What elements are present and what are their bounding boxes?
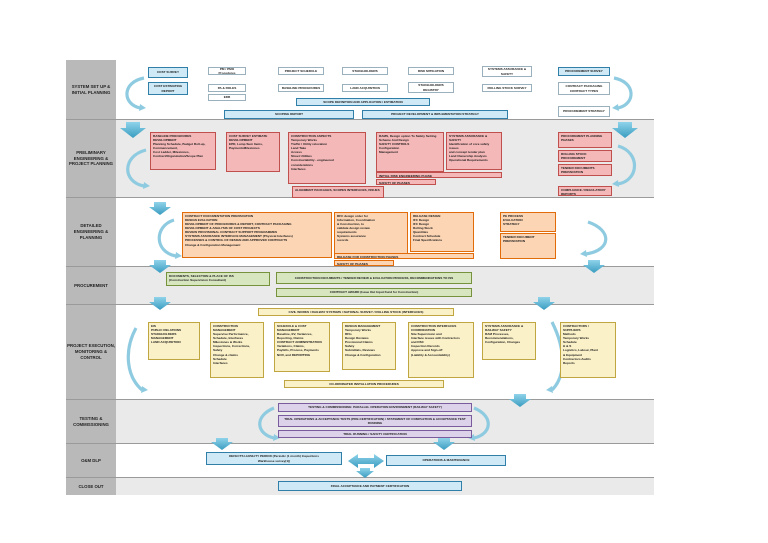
risk-mitigation-box: RISK MITIGATION: [408, 67, 454, 75]
rams-design-box: RAMS, Design option To Safety Setting Sc…: [376, 132, 444, 172]
lane-label-execution: PROJECT EXECUTION, MONITORING & CONTROL: [66, 305, 116, 399]
cost-estimating-box: COST ESTIMATING REPORT: [148, 82, 188, 95]
construction-interfaces-box: CONSTRUCTION INTERFACES COORDINATION Sit…: [408, 322, 474, 378]
procurement-planning-box: PROCUREMENT PLANNING PHASES: [558, 132, 612, 148]
systems-testing-box: TESTING & COMMISSIONING: PARALLEL OPERAT…: [278, 403, 472, 412]
alignment-packages-box: ALIGNMENT PACKAGES, SCOPES INTERFACES, I…: [292, 186, 384, 198]
lane-label-detailed: DETAILED ENGINEERING & PLANNING: [66, 198, 116, 266]
lane-label-closeout: CLOSE OUT: [66, 478, 116, 495]
pe-process-box: PE PROCESS EVALUATION STRATEGY: [500, 212, 556, 232]
compliance-reports-box: COMPLIANCE / REGULATORY REPORTS: [558, 186, 612, 196]
lane-label-prelim: PRELIMINARY ENGINEERING & PROJECT PLANNI…: [66, 120, 116, 197]
lane-label-procurement: PROCUREMENT: [66, 267, 116, 304]
stakeholders-registry-box: STAKEHOLDERS REGISTRY: [408, 82, 454, 93]
lane-om: O&M DLP: [66, 444, 654, 478]
baseline-procedures-box: BASELINE PROCEDURES: [278, 84, 324, 92]
scoping-report-box: SCOPING REPORT: [224, 110, 354, 119]
documents-selection-box: DOCUMENTS, SELECTION & PLACE OF ISS (Con…: [166, 272, 270, 286]
design-management-box: DESIGN MANAGEMENT Temporary Works RFIs D…: [342, 322, 396, 370]
systems-assurance-prelim-box: SYSTEMS ASSURANCE & SAFETY Identificatio…: [446, 132, 502, 170]
stakeholders-box: STAKEHOLDERS: [342, 67, 388, 75]
final-acceptance-box: FINAL ACCEPTANCE AND PAYMENT CERTIFICATI…: [278, 481, 462, 491]
baseline-procedures-dev-box: BASELINE PROCEDURES DEVELOPMENT Planning…: [150, 132, 216, 170]
tender-documents-detailed-box: TENDER DOCUMENT PREPARATION: [500, 233, 556, 259]
pa-roles-box: PA & ROLES: [208, 84, 246, 92]
contract-packaging-box: CONTRACT PACKAGING CONTRACT TYPES: [558, 82, 610, 95]
systems-assurance-exec-box: SYSTEMS ASSURANCE & RAILWAY SAFETY RAM P…: [482, 322, 536, 360]
safety-of-phases-detailed-box: SAFETY OF PHASES: [334, 260, 394, 266]
edb-box: EDB: [208, 94, 246, 101]
cost-survey-estimate-box: COST SURVEY ESTIMATE DEVELOPMENT EPD, Lu…: [226, 132, 280, 172]
lane-label-setup: SYSTEM SET UP & INITIAL PLANNING: [66, 60, 116, 119]
lane-label-testing: TESTING & COMMISSIONING: [66, 400, 116, 443]
pm-procedures-box: PM / PMO Procedures: [208, 67, 246, 75]
tender-evaluation-box: CONSTRUCTION DOCUMENTS / TENDER REVIEW &…: [276, 272, 472, 284]
release-for-construction-box: RELEASE FOR CONSTRUCTION PHASES: [334, 253, 474, 259]
release-design-box: RELEASE DESIGN IFC Design IFC Design Rol…: [410, 212, 474, 252]
eis-box: EIS PUBLIC RELATIONS STAKEHOLDERS MANAGE…: [148, 322, 200, 360]
tender-documents-prelim-box: TENDER DOCUMENTS PREPARATION: [558, 164, 612, 176]
initial-risk-box: INITIAL RISK ENGINEERING PHASE: [376, 172, 502, 178]
safety-of-phases-prelim-box: SAFETY OF PHASES: [376, 179, 436, 185]
defects-liability-box: DEFECTS LIABILITY PERIOD (Periodic (1 mo…: [206, 452, 342, 465]
trial-operations-box: TRIAL OPERATIONS & ACCEPTANCE TESTS (PRE…: [278, 415, 472, 427]
construction-aspects-box: CONSTRUCTION ASPECTS Temporary Works Tra…: [288, 132, 366, 184]
procurement-strategy-box: PROCUREMENT STRATEGY: [558, 106, 610, 117]
coordinated-installation-box: CO-ORDINATED INSTALLATION PROCEDURES: [284, 380, 444, 388]
project-schedule-box: PROJECT SCHEDULE: [278, 67, 324, 75]
process-flow-diagram: SYSTEM SET UP & INITIAL PLANNING PRELIMI…: [66, 60, 654, 495]
rfc-design-box: RFC design order for Information, Coordi…: [334, 212, 408, 254]
project-development-box: PROJECT DEVELOPMENT & IMPLEMENTATION STR…: [362, 110, 508, 119]
cost-survey-box: COST SURVEY: [148, 67, 188, 78]
contract-scope-box: CONTRACT DOCUMENTATION PREPARATION DESIG…: [182, 212, 332, 258]
construction-management-box: CONSTRUCTION MANAGEMENT Supervise Perfor…: [210, 322, 264, 378]
systems-assurance-setup-box: SYSTEMS ASSURANCE & SAFETY: [482, 66, 532, 77]
procurement-survey-box: PROCUREMENT SURVEY: [558, 67, 610, 76]
rolling-stock-survey-box: ROLLING STOCK SURVEY: [482, 84, 532, 92]
scope-definition-box: SCOPE DEFINITION AND APPLICATION / ESTIM…: [296, 98, 430, 106]
trial-running-box: TRIAL RUNNING / SAFETY CERTIFICATION: [278, 430, 472, 438]
schedule-cost-box: SCHEDULE & COST MANAGEMENT Baseline, EV,…: [274, 322, 330, 372]
contract-award-box: CONTRACT AWARD (Issue Out Input Fund for…: [276, 288, 472, 297]
rolling-stock-procurement-box: ROLLING STOCK PROCUREMENT: [558, 150, 612, 162]
lane-label-om: O&M DLP: [66, 444, 116, 477]
operations-maintenance-box: OPERATIONS & MAINTENANCE: [386, 455, 506, 466]
execution-header-box: CIVIL WORKS / RAILWAY SYSTEMS / NATIONAL…: [258, 308, 454, 316]
contractors-box: CONTRACTORS / SUPPLIERS Methods Temporar…: [560, 322, 616, 378]
land-acquisition-box: LAND ACQUISITION: [342, 84, 388, 92]
